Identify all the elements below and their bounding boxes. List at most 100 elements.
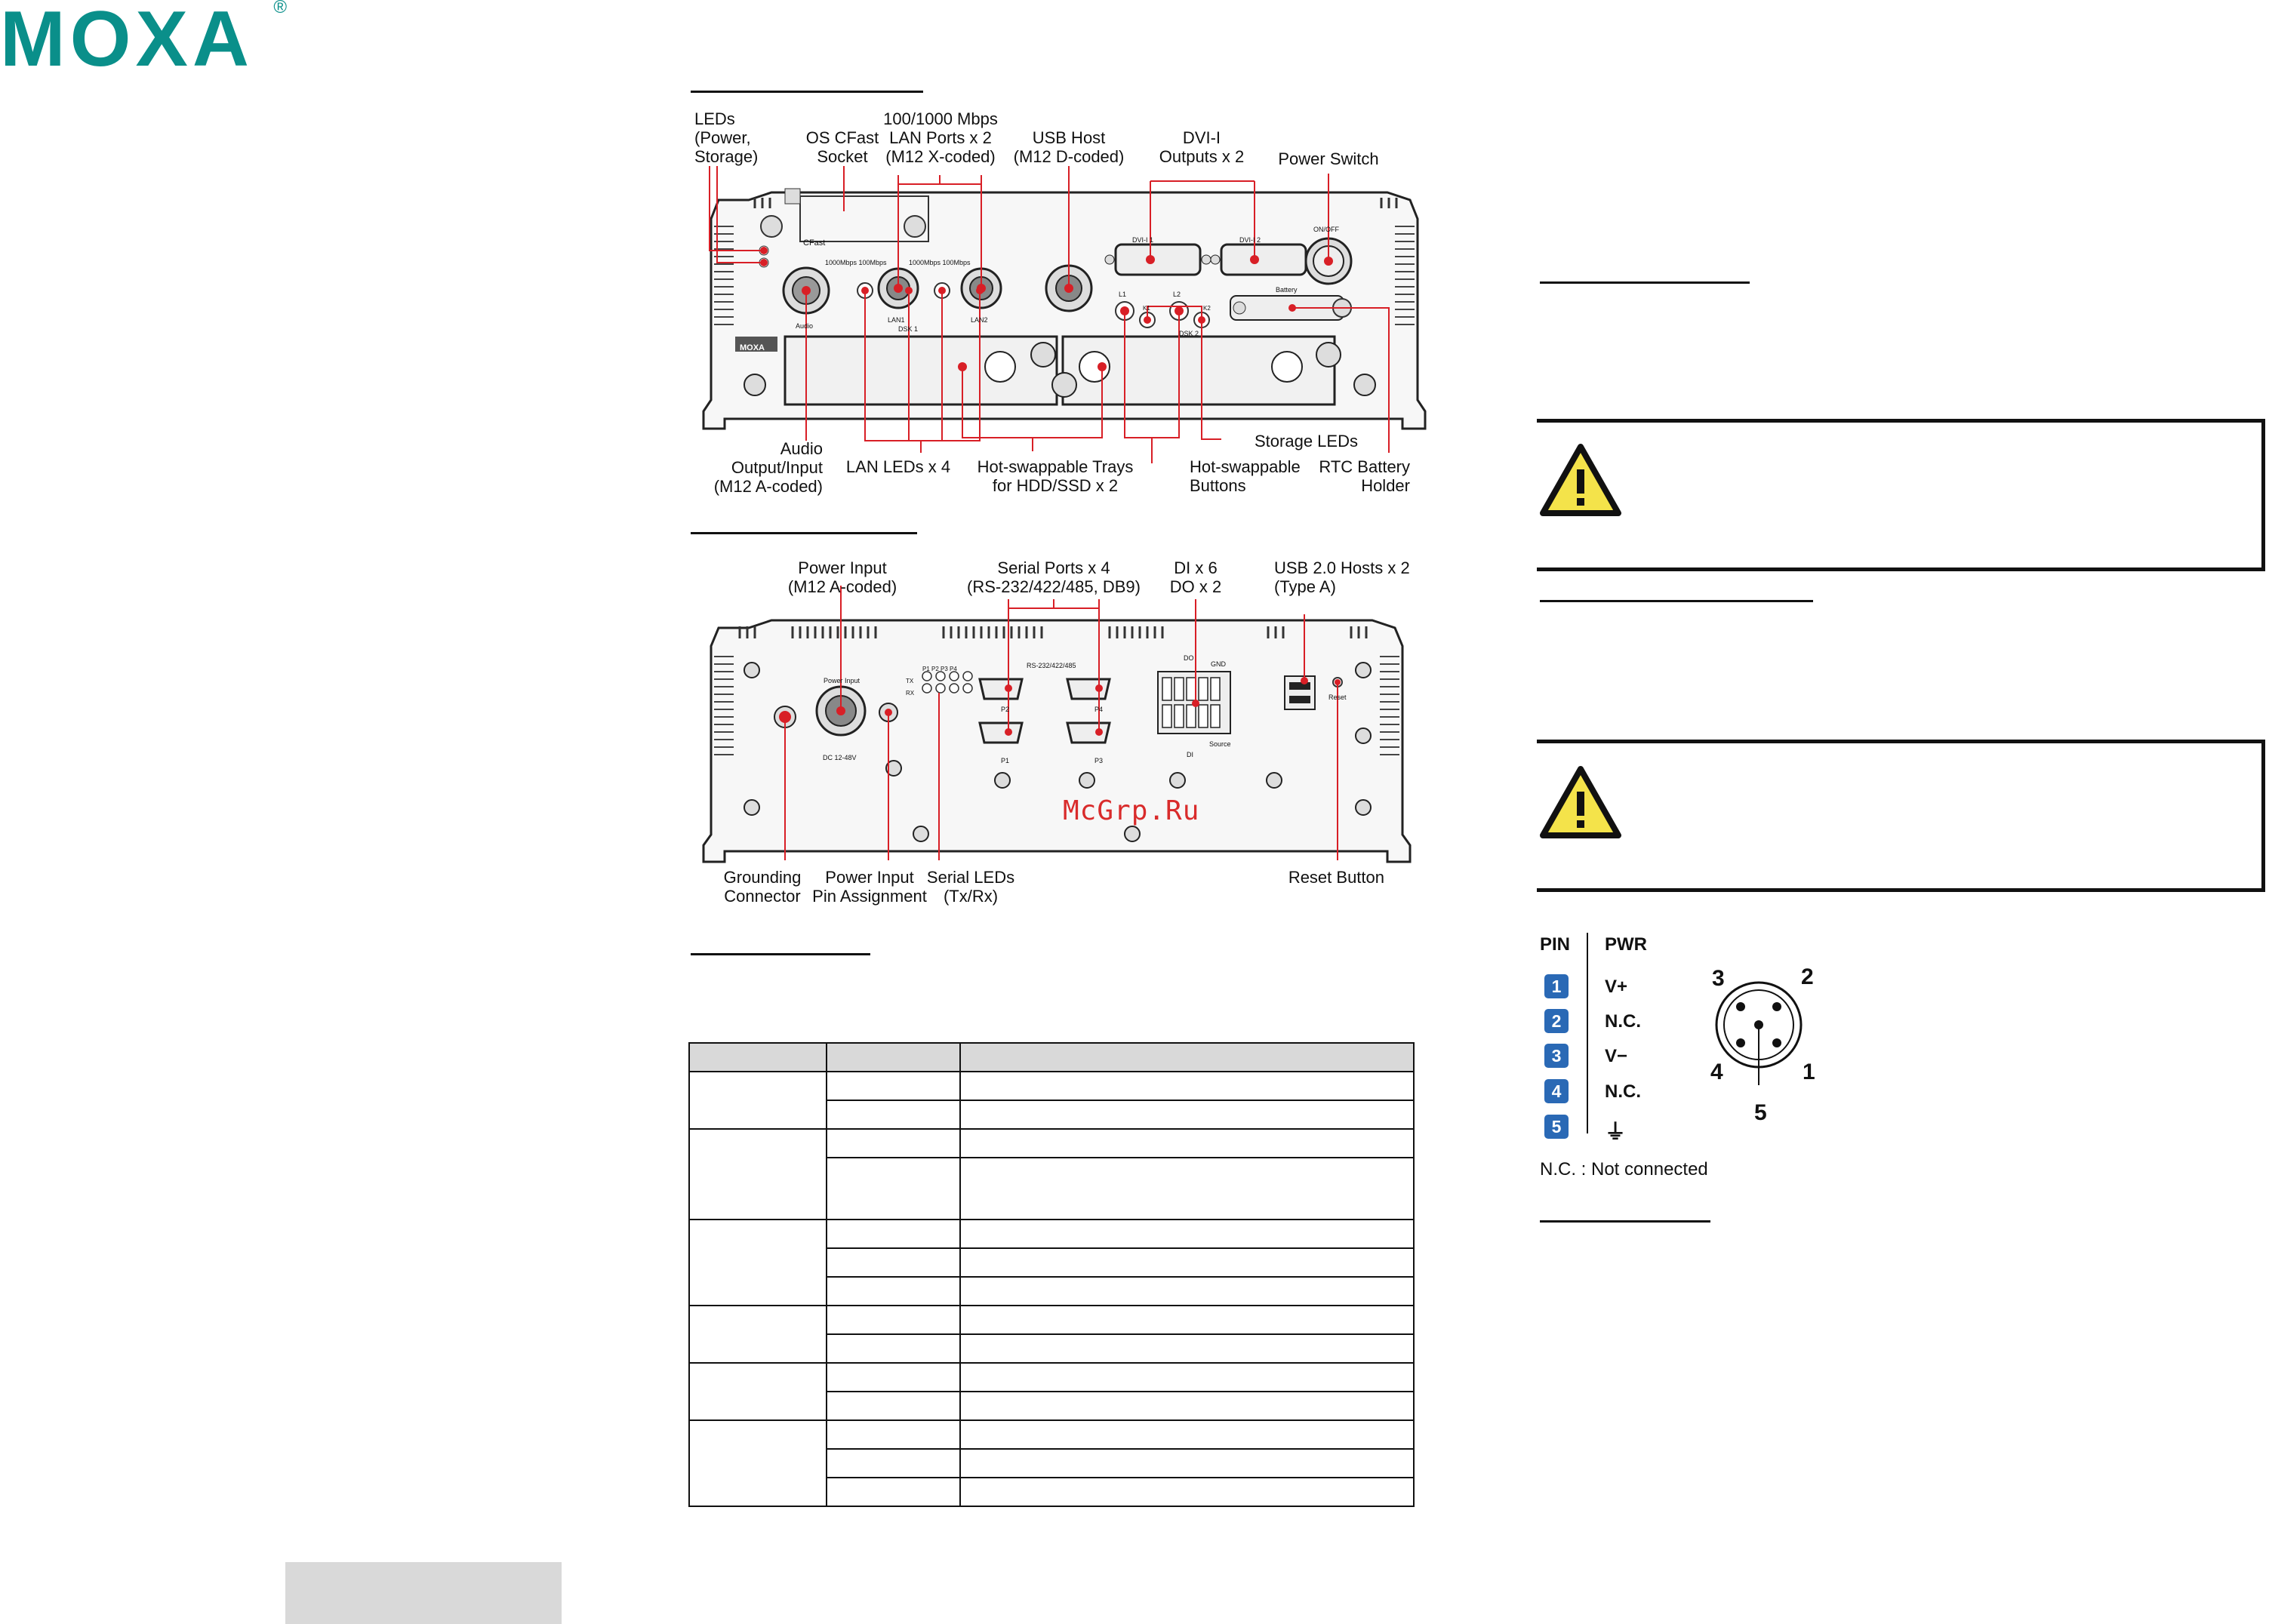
table-cell xyxy=(825,1157,962,1220)
table-cell xyxy=(688,1219,827,1306)
table-cell xyxy=(688,1305,827,1364)
table-header-row xyxy=(688,1042,1415,1072)
k2-text: K2 xyxy=(1203,305,1211,312)
callout-dvi: DVI-I Outputs x 2 xyxy=(1159,128,1245,166)
pin-badge-2: 2 xyxy=(1544,1009,1569,1033)
table-row xyxy=(688,1419,1415,1507)
source-text: Source xyxy=(1209,740,1231,748)
p1-text: P1 xyxy=(1001,757,1010,764)
logo-text: MOXA xyxy=(0,0,254,83)
callout-lan-ports: 100/1000 Mbps LAN Ports x 2 (M12 X-coded… xyxy=(883,109,998,166)
footer-gray-box xyxy=(285,1562,562,1624)
dsk2-text: DSK 2 xyxy=(1179,330,1199,337)
l1-text: L1 xyxy=(1119,291,1127,298)
table-cell xyxy=(959,1219,1415,1249)
table-cell xyxy=(825,1333,962,1364)
dvi1-text: DVI-I 1 xyxy=(1132,236,1154,244)
table-row xyxy=(689,1391,1415,1421)
table-row xyxy=(689,1157,1415,1220)
p4-text: P4 xyxy=(1094,706,1104,713)
rx-text: RX xyxy=(906,690,915,697)
table-row xyxy=(688,1362,1415,1421)
led-indicator-table xyxy=(688,1042,1415,1507)
callout-storage-leds: Storage LEDs xyxy=(1255,432,1358,451)
table-cell xyxy=(959,1157,1415,1220)
callout-pin-assignment: Power Input Pin Assignment xyxy=(812,868,927,906)
table-cell xyxy=(959,1362,1415,1392)
rs-text: RS-232/422/485 xyxy=(1027,662,1076,669)
pin-badge-5: 5 xyxy=(1544,1115,1569,1139)
table-cell xyxy=(959,1333,1415,1364)
audio-text: Audio xyxy=(796,322,814,330)
warning-box-2 xyxy=(1537,740,2265,892)
table-header-cell xyxy=(688,1042,827,1072)
di-text: DI xyxy=(1187,751,1193,758)
table-cell xyxy=(688,1362,827,1421)
l2-text: L2 xyxy=(1173,291,1181,298)
pin-table-divider xyxy=(1587,933,1588,1133)
pwr-header: PWR xyxy=(1605,934,1647,955)
table-row xyxy=(688,1219,1415,1306)
do-text: DO xyxy=(1184,654,1194,662)
lan2-text: LAN2 xyxy=(971,316,988,324)
pin-signal-1: V+ xyxy=(1605,977,1628,997)
pin-signal-2: N.C. xyxy=(1605,1011,1641,1032)
callout-audio: Audio Output/Input (M12 A-coded) xyxy=(713,439,823,496)
callout-power-input: Power Input (M12 A-coded) xyxy=(787,558,897,596)
table-cell xyxy=(825,1219,962,1249)
table-cell xyxy=(959,1305,1415,1335)
table-cell xyxy=(959,1419,1415,1450)
led-cols-text: P1 P2 P3 P4 xyxy=(922,666,957,672)
table-cell xyxy=(959,1391,1415,1421)
nc-note: N.C. : Not connected xyxy=(1540,1159,1708,1180)
callout-power-switch: Power Switch xyxy=(1278,149,1379,168)
dc-text: DC 12-48V xyxy=(823,754,857,761)
rear-panel-heading-rule xyxy=(691,532,917,534)
pin-badge-1: 1 xyxy=(1544,974,1569,998)
table-cell xyxy=(825,1419,962,1450)
k1-text: K1 xyxy=(1143,305,1150,312)
connector-pin-4: 4 xyxy=(1710,1060,1723,1084)
table-row xyxy=(689,1477,1415,1507)
table-cell xyxy=(959,1128,1415,1158)
onoff-text: ON/OFF xyxy=(1313,226,1339,233)
callout-serial-ports: Serial Ports x 4 (RS-232/422/485, DB9) xyxy=(967,558,1141,596)
right-heading-rule-3 xyxy=(1540,1220,1710,1223)
callout-rtc-battery: RTC Battery Holder xyxy=(1319,457,1410,495)
speed-text-2: 1000Mbps 100Mbps xyxy=(909,259,971,266)
warning-triangle-icon xyxy=(1540,444,1621,516)
callout-reset: Reset Button xyxy=(1288,868,1384,887)
dsk1-text: DSK 1 xyxy=(898,325,919,333)
pin-badge-4: 4 xyxy=(1544,1079,1569,1103)
callout-leds: LEDs (Power, Storage) xyxy=(694,109,759,166)
ground-symbol-icon: ⏚ xyxy=(1605,1120,1627,1143)
table-header-cell xyxy=(959,1042,1415,1072)
callout-lan-leds: LAN LEDs x 4 xyxy=(845,457,951,476)
gnd-text: GND xyxy=(1211,660,1226,668)
callout-usb2: USB 2.0 Hosts x 2 (Type A) xyxy=(1274,558,1410,596)
pin-badge-3: 3 xyxy=(1544,1044,1569,1068)
table-cell xyxy=(825,1477,962,1507)
table-row xyxy=(689,1333,1415,1364)
table-cell xyxy=(825,1071,962,1101)
table-cell xyxy=(959,1448,1415,1478)
dvi2-text: DVI-I 2 xyxy=(1239,236,1261,244)
panel-brand-text: MOXA xyxy=(740,343,765,352)
table-row xyxy=(689,1247,1415,1278)
table-cell xyxy=(959,1477,1415,1507)
table-cell xyxy=(825,1100,962,1130)
warning-box-1 xyxy=(1537,419,2265,571)
pin-signal-4: N.C. xyxy=(1605,1081,1641,1102)
callout-hs-buttons: Hot-swappable Buttons xyxy=(1190,457,1301,495)
table-row xyxy=(689,1448,1415,1478)
battery-text: Battery xyxy=(1276,286,1298,294)
table-cell xyxy=(959,1247,1415,1278)
led-table-heading-rule xyxy=(691,953,870,955)
table-cell xyxy=(825,1362,962,1392)
table-cell xyxy=(688,1071,827,1130)
watermark-text: McGrp.Ru xyxy=(1063,795,1200,826)
table-cell xyxy=(688,1128,827,1220)
tx-text: TX xyxy=(906,678,914,684)
table-row xyxy=(689,1100,1415,1130)
